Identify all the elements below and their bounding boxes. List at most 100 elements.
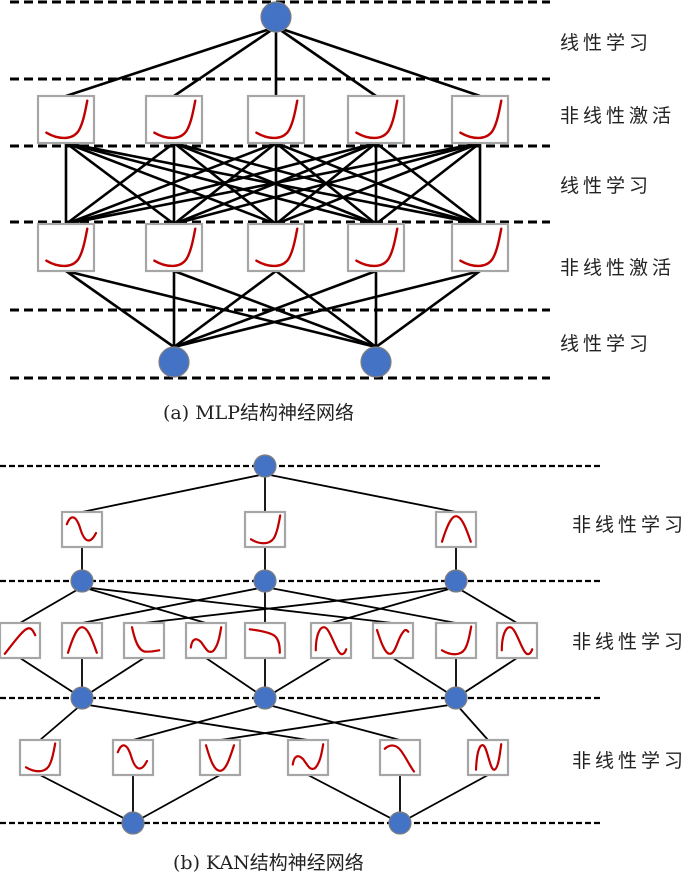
bump-curve-icon	[442, 516, 471, 542]
connection-edge	[275, 269, 377, 349]
connection-edge	[173, 141, 481, 226]
wave-down-curve-icon	[502, 627, 532, 654]
connection-edge	[81, 703, 309, 741]
connection-edge	[275, 141, 481, 226]
connection-edge	[375, 269, 481, 349]
activation-function-box	[20, 740, 60, 775]
connection-edge	[19, 586, 83, 624]
connection-edge	[81, 657, 145, 699]
function-frame	[246, 222, 306, 273]
activation-function-box	[113, 740, 153, 775]
connection-edge	[455, 703, 489, 741]
mlp-layer-label: 线性学习	[560, 32, 652, 54]
activation-function-box	[38, 96, 94, 143]
function-frame	[450, 94, 510, 145]
neuron-node	[260, 1, 292, 33]
connection-edge	[65, 141, 175, 226]
dip-rise-curve-icon	[377, 630, 408, 654]
function-frame	[144, 94, 204, 145]
activation-function-box	[452, 224, 508, 271]
mlp-layer-label: 非线性激活	[560, 257, 675, 279]
connection-edge	[65, 141, 277, 226]
drop-curve-icon	[385, 746, 414, 772]
exponential-curve-icon	[256, 229, 297, 266]
function-frame	[371, 621, 415, 660]
neuron-node	[444, 569, 468, 593]
exponential-curve-icon	[356, 101, 397, 138]
activation-function-box	[348, 96, 404, 143]
function-frame	[243, 621, 287, 660]
connection-edge	[65, 141, 481, 226]
activation-function-box	[436, 623, 476, 658]
activation-function-box	[146, 96, 202, 143]
kan-diagram: 非线性学习 非线性学习 非线性学习 (b) KAN结构神经网络	[0, 454, 687, 874]
neuron-node	[444, 686, 468, 710]
neuron-node	[253, 454, 277, 478]
mlp-caption: (a) MLP结构神经网络	[163, 402, 354, 424]
connection-edge	[264, 657, 332, 699]
sine-curve-icon	[67, 517, 96, 540]
activation-function-box	[311, 623, 351, 658]
activation-function-box	[186, 623, 226, 658]
activation-function-box	[373, 623, 413, 658]
neuron-node	[253, 686, 277, 710]
function-frame	[450, 222, 510, 273]
connection-edge	[173, 269, 377, 349]
connection-edge	[173, 25, 277, 98]
activation-function-box	[245, 512, 285, 547]
connection-edge	[19, 657, 83, 699]
kan-layer-label: 非线性学习	[572, 750, 687, 772]
connection-edge	[399, 774, 489, 824]
n-wave-curve-icon	[476, 744, 501, 770]
neuron-node	[70, 569, 94, 593]
activation-function-box	[200, 740, 240, 775]
mlp-layer-label: 非线性激活	[560, 105, 675, 127]
activation-function-box	[248, 96, 304, 143]
activation-function-box	[0, 623, 40, 658]
connection-edge	[81, 586, 207, 624]
exponential-curve-icon	[251, 516, 280, 544]
connection-edge	[65, 25, 277, 98]
exponential-curve-icon	[256, 101, 297, 138]
activation-function-box	[124, 623, 164, 658]
connection-edge	[143, 586, 457, 624]
exponential-curve-icon	[154, 229, 195, 266]
connection-edge	[65, 269, 175, 349]
wave-up-curve-icon	[293, 744, 323, 769]
exponential-curve-icon	[460, 229, 501, 266]
function-frame	[122, 621, 166, 660]
kan-layer-label: 非线性学习	[572, 631, 687, 653]
kan-caption: (b) KAN结构神经网络	[173, 852, 364, 874]
connection-edge	[81, 586, 266, 624]
function-frame	[111, 738, 155, 777]
connection-edge	[39, 703, 83, 741]
function-frame	[246, 94, 306, 145]
activation-function-box	[62, 623, 102, 658]
activation-function-box	[146, 224, 202, 271]
function-frame	[346, 222, 406, 273]
neuron-node	[360, 346, 392, 378]
activation-function-box	[436, 512, 476, 547]
wave-down-curve-icon	[316, 627, 346, 654]
connection-edge	[307, 774, 401, 824]
activation-function-box	[348, 224, 404, 271]
activation-function-box	[38, 224, 94, 271]
mlp-layer-label: 线性学习	[560, 333, 652, 355]
connection-edge	[219, 703, 457, 741]
wave-up-curve-icon	[191, 627, 221, 652]
exponential-curve-icon	[46, 101, 87, 138]
connection-edge	[264, 586, 457, 624]
connection-edge	[264, 473, 457, 513]
exponential-curve-icon	[46, 229, 87, 266]
activation-function-box	[497, 623, 537, 658]
neuron-node	[70, 686, 94, 710]
decay-curve-icon	[132, 627, 159, 652]
activation-function-box	[452, 96, 508, 143]
neuron-node	[158, 346, 190, 378]
valley-curve-icon	[206, 745, 234, 771]
activation-function-box	[62, 512, 102, 547]
function-frame	[0, 621, 42, 660]
neuron-node	[121, 811, 145, 835]
activation-function-box	[468, 740, 508, 775]
